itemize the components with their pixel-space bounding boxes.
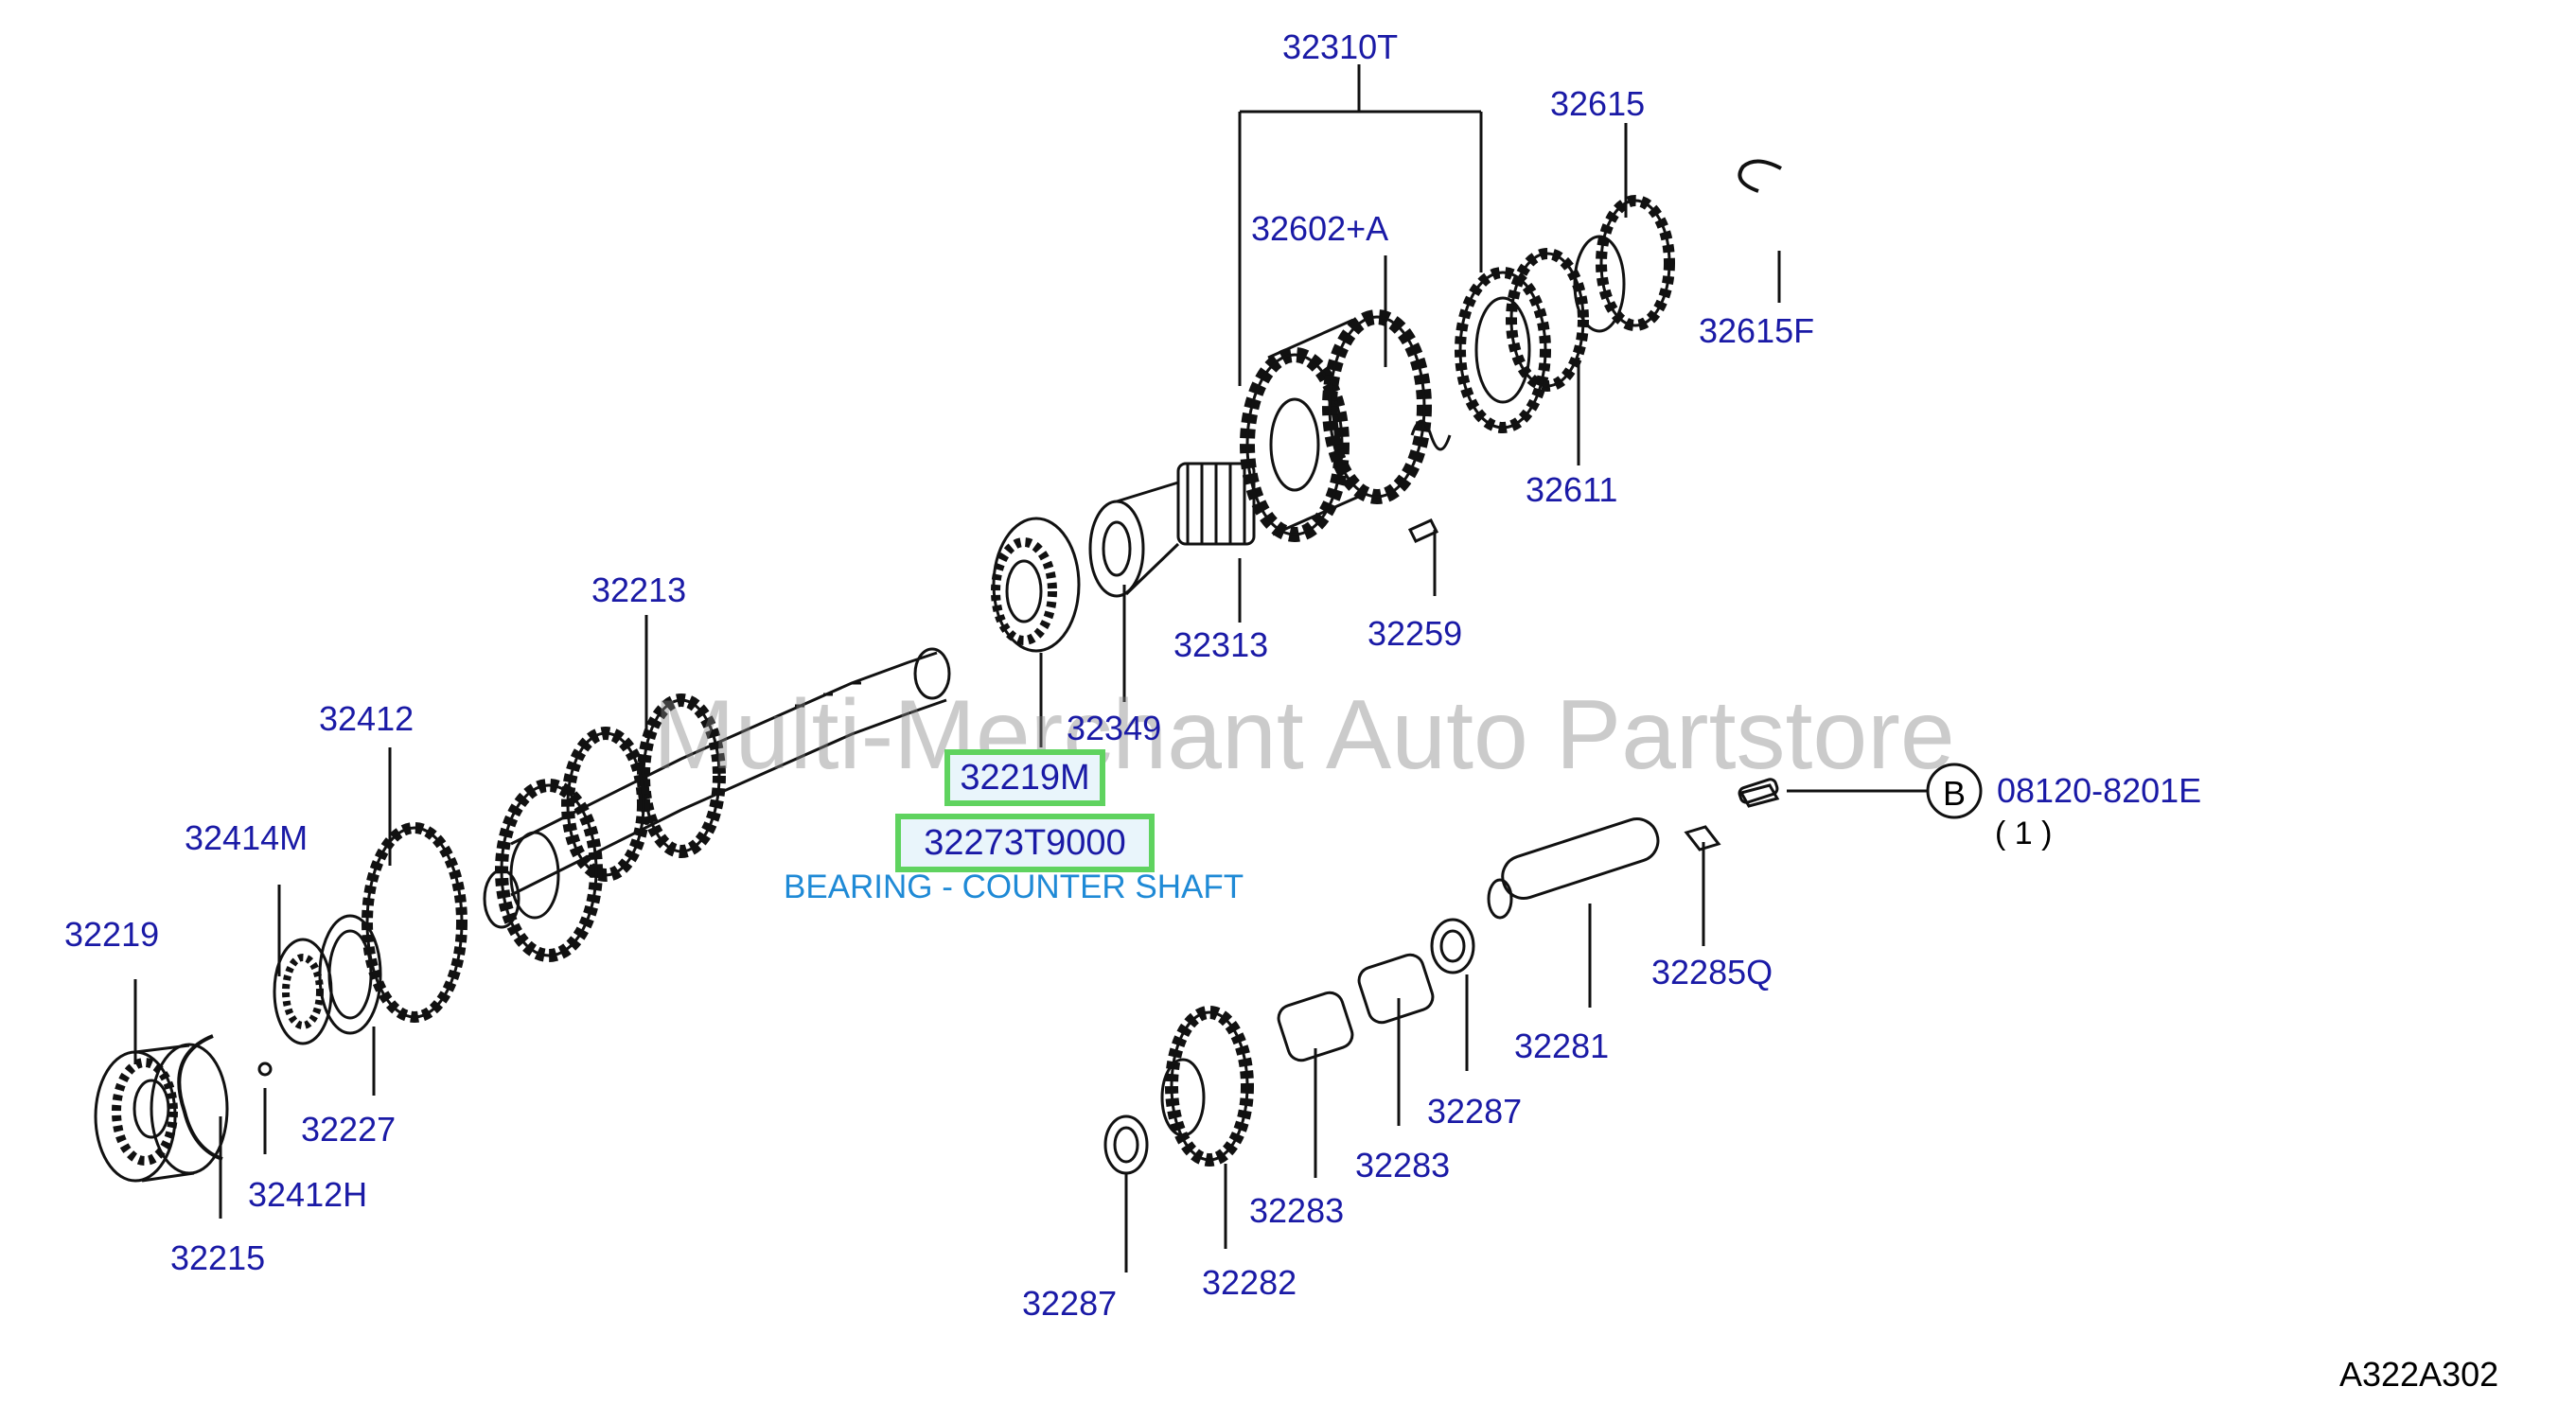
quantity-note: ( 1 )	[1995, 816, 2053, 851]
label-32414M[interactable]: 32414M	[185, 818, 309, 857]
label-32615[interactable]: 32615	[1550, 84, 1646, 123]
part-description: BEARING - COUNTER SHAFT	[784, 869, 1244, 905]
label-32615F[interactable]: 32615F	[1699, 311, 1815, 350]
watermark: Multi-Merchant Auto Partstore	[653, 680, 1955, 790]
snap-ring-32615F-drawing	[1738, 159, 1782, 193]
callout-circle-b	[1926, 763, 1983, 819]
label-32219[interactable]: 32219	[64, 915, 160, 954]
label-32287-upper[interactable]: 32287	[1427, 1092, 1523, 1131]
label-32215[interactable]: 32215	[170, 1238, 266, 1277]
label-32283-lower[interactable]: 32283	[1249, 1191, 1345, 1230]
label-08120-8201E[interactable]: 08120-8201E	[1997, 771, 2202, 810]
leader-lines	[133, 64, 1927, 1272]
label-32259[interactable]: 32259	[1367, 614, 1463, 653]
callout-letter-b: B	[1943, 774, 1967, 813]
diagram-code: A322A302	[2339, 1355, 2499, 1394]
label-32285Q[interactable]: 32285Q	[1651, 953, 1773, 992]
label-32310T[interactable]: 32310T	[1282, 27, 1399, 66]
highlight-32273T9000[interactable]: 32273T9000	[895, 814, 1155, 872]
label-32602A[interactable]: 32602+A	[1251, 209, 1389, 248]
upper-shaft-parts-drawing	[991, 462, 1439, 653]
main-shaft-32213-drawing	[483, 647, 951, 962]
left-end-parts-drawing	[94, 822, 468, 1183]
gear-32602-drawing	[1240, 309, 1432, 542]
label-32213[interactable]: 32213	[591, 570, 687, 609]
highlight-32219M[interactable]: 32219M	[944, 749, 1105, 806]
label-32283-upper[interactable]: 32283	[1355, 1146, 1451, 1185]
synchro-32611-drawing	[1410, 195, 1675, 451]
label-32287-lower[interactable]: 32287	[1022, 1284, 1118, 1323]
label-32412H[interactable]: 32412H	[248, 1175, 368, 1214]
label-32313[interactable]: 32313	[1173, 625, 1269, 664]
reverse-idler-parts-drawing	[1103, 778, 1780, 1175]
label-32412[interactable]: 32412	[319, 699, 415, 738]
label-32281[interactable]: 32281	[1514, 1027, 1610, 1065]
label-32349[interactable]: 32349	[1067, 709, 1162, 747]
label-32611[interactable]: 32611	[1526, 470, 1618, 509]
label-32282[interactable]: 32282	[1202, 1263, 1297, 1302]
label-32227[interactable]: 32227	[301, 1110, 397, 1149]
